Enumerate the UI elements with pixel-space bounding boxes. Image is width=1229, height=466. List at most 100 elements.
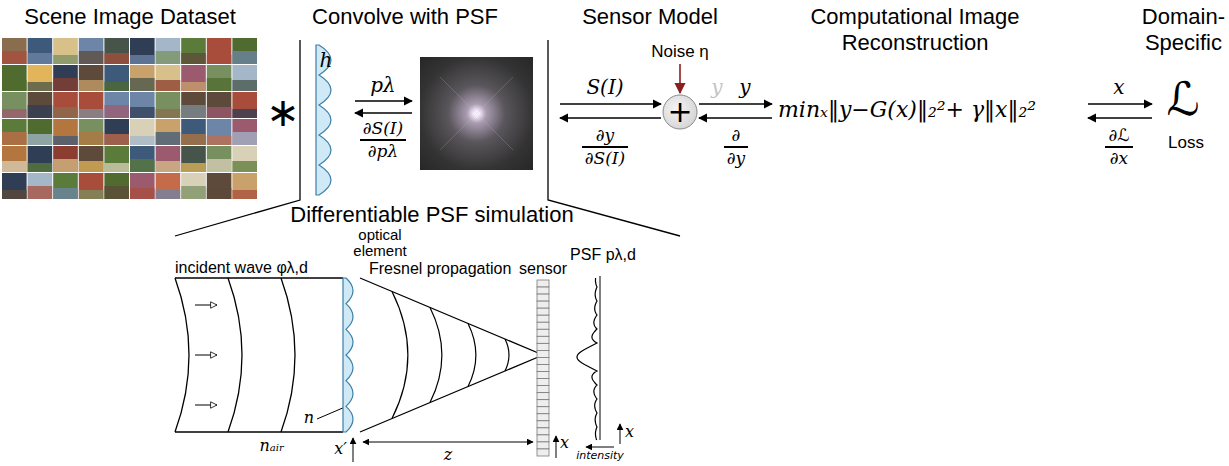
- photo-detail: [28, 105, 53, 118]
- dataset-photo: [232, 92, 257, 118]
- dataset-photo: [156, 119, 181, 145]
- element-label: h: [320, 48, 333, 72]
- dataset-photo: [53, 146, 78, 172]
- sensor-pixel: [537, 294, 549, 301]
- photo-detail: [104, 53, 129, 64]
- dataset-photo: [104, 119, 129, 145]
- backward-arrow: [355, 112, 412, 113]
- photo-detail: [130, 78, 155, 91]
- photo-detail: [104, 105, 129, 118]
- sensor-pixel: [537, 343, 549, 350]
- noise-label: Noise η: [651, 42, 709, 62]
- dataset-photo: [207, 92, 232, 118]
- dataset-photo: [207, 65, 232, 91]
- sensor-pixel: [537, 301, 549, 308]
- photo-detail: [2, 190, 27, 199]
- section-heading: Convolve with PSF: [312, 4, 498, 30]
- dataset-photo: [130, 146, 155, 172]
- signal-label: S(I): [586, 75, 623, 99]
- noise-arrow: [679, 64, 681, 93]
- wavefront: [281, 278, 295, 432]
- dataset-photo: [104, 92, 129, 118]
- forward-arrow: [355, 100, 412, 101]
- wavefront: [430, 307, 442, 402]
- sensor-pixel: [537, 350, 549, 357]
- photo-detail: [2, 161, 27, 172]
- photo-detail: [181, 134, 206, 145]
- forward-arrow: [560, 103, 661, 104]
- dataset-photo: [156, 92, 181, 118]
- dataset-photo: [53, 38, 78, 64]
- dataset-photo: [130, 38, 155, 64]
- photo-detail: [2, 80, 27, 91]
- propagation-edge: [360, 278, 543, 355]
- photo-detail: [232, 51, 257, 64]
- signal-label: y: [711, 75, 722, 99]
- loss-symbol: ℒ: [1166, 74, 1199, 125]
- index-label: n: [304, 408, 314, 427]
- section-heading: Sensor Model: [582, 4, 718, 30]
- sensor-pixel: [537, 287, 549, 294]
- photo-detail: [104, 163, 129, 172]
- photo-detail: [207, 159, 232, 172]
- dataset-photo: [130, 119, 155, 145]
- photo-detail: [207, 78, 232, 91]
- dataset-photo: [28, 38, 53, 64]
- photo-detail: [232, 161, 257, 172]
- axis-label: intensity: [576, 450, 624, 462]
- photo-detail: [28, 82, 53, 91]
- photo-detail: [79, 161, 104, 172]
- sensor-pixel: [537, 315, 549, 322]
- photo-detail: [79, 190, 104, 199]
- photo-detail: [181, 186, 206, 199]
- dataset-photo: [28, 146, 53, 172]
- backward-arrow: [560, 117, 661, 118]
- dataset-photo: [104, 65, 129, 91]
- photo-detail: [156, 51, 181, 64]
- generated-illustration: [2, 38, 597, 456]
- dataset-photo: [232, 65, 257, 91]
- photo-detail: [181, 105, 206, 118]
- dataset-photo: [232, 119, 257, 145]
- zoom-separator: [175, 40, 300, 236]
- dataset-photo: [2, 173, 27, 199]
- photo-detail: [2, 132, 27, 145]
- axis-label: x: [625, 422, 634, 441]
- dataset-photo: [232, 173, 257, 199]
- axis-label: x: [560, 433, 569, 452]
- sensor-pixel: [537, 400, 549, 407]
- sensor-pixel: [537, 336, 549, 343]
- sensor-label: sensor: [519, 259, 567, 278]
- photo-detail: [156, 80, 181, 91]
- loss-label: Loss: [1168, 133, 1204, 153]
- sensor-pixel: [537, 386, 549, 393]
- wave-arrow: [195, 405, 217, 406]
- psf-streak: [440, 77, 513, 150]
- photo-detail: [156, 190, 181, 199]
- sensor-pixel: [537, 428, 549, 435]
- forward-arrow: [699, 103, 772, 104]
- psf-profile: [577, 278, 597, 440]
- dataset-photo: [207, 146, 232, 172]
- diffractive-element: [343, 278, 353, 432]
- section-heading: Computational Image Reconstruction: [800, 4, 1030, 57]
- wave-arrow: [195, 355, 217, 356]
- axis-arrow: [556, 436, 557, 458]
- dataset-photo: [53, 173, 78, 199]
- photo-detail: [2, 109, 27, 118]
- sensor-pixel: [537, 407, 549, 414]
- dataset-photo: [130, 92, 155, 118]
- forward-arrow: [1088, 103, 1152, 104]
- axis-arrow: [353, 438, 354, 462]
- photo-detail: [28, 186, 53, 199]
- photo-detail: [130, 188, 155, 199]
- axis-arrow: [620, 424, 621, 444]
- sensor-pixel: [537, 280, 549, 287]
- psf-streak: [440, 77, 513, 150]
- gradient-label: ∂ ∂y: [724, 124, 748, 170]
- wave-label: incident wave φλ,d: [175, 258, 308, 277]
- dataset-photo: [2, 146, 27, 172]
- psf-symbol: pλ: [370, 73, 395, 97]
